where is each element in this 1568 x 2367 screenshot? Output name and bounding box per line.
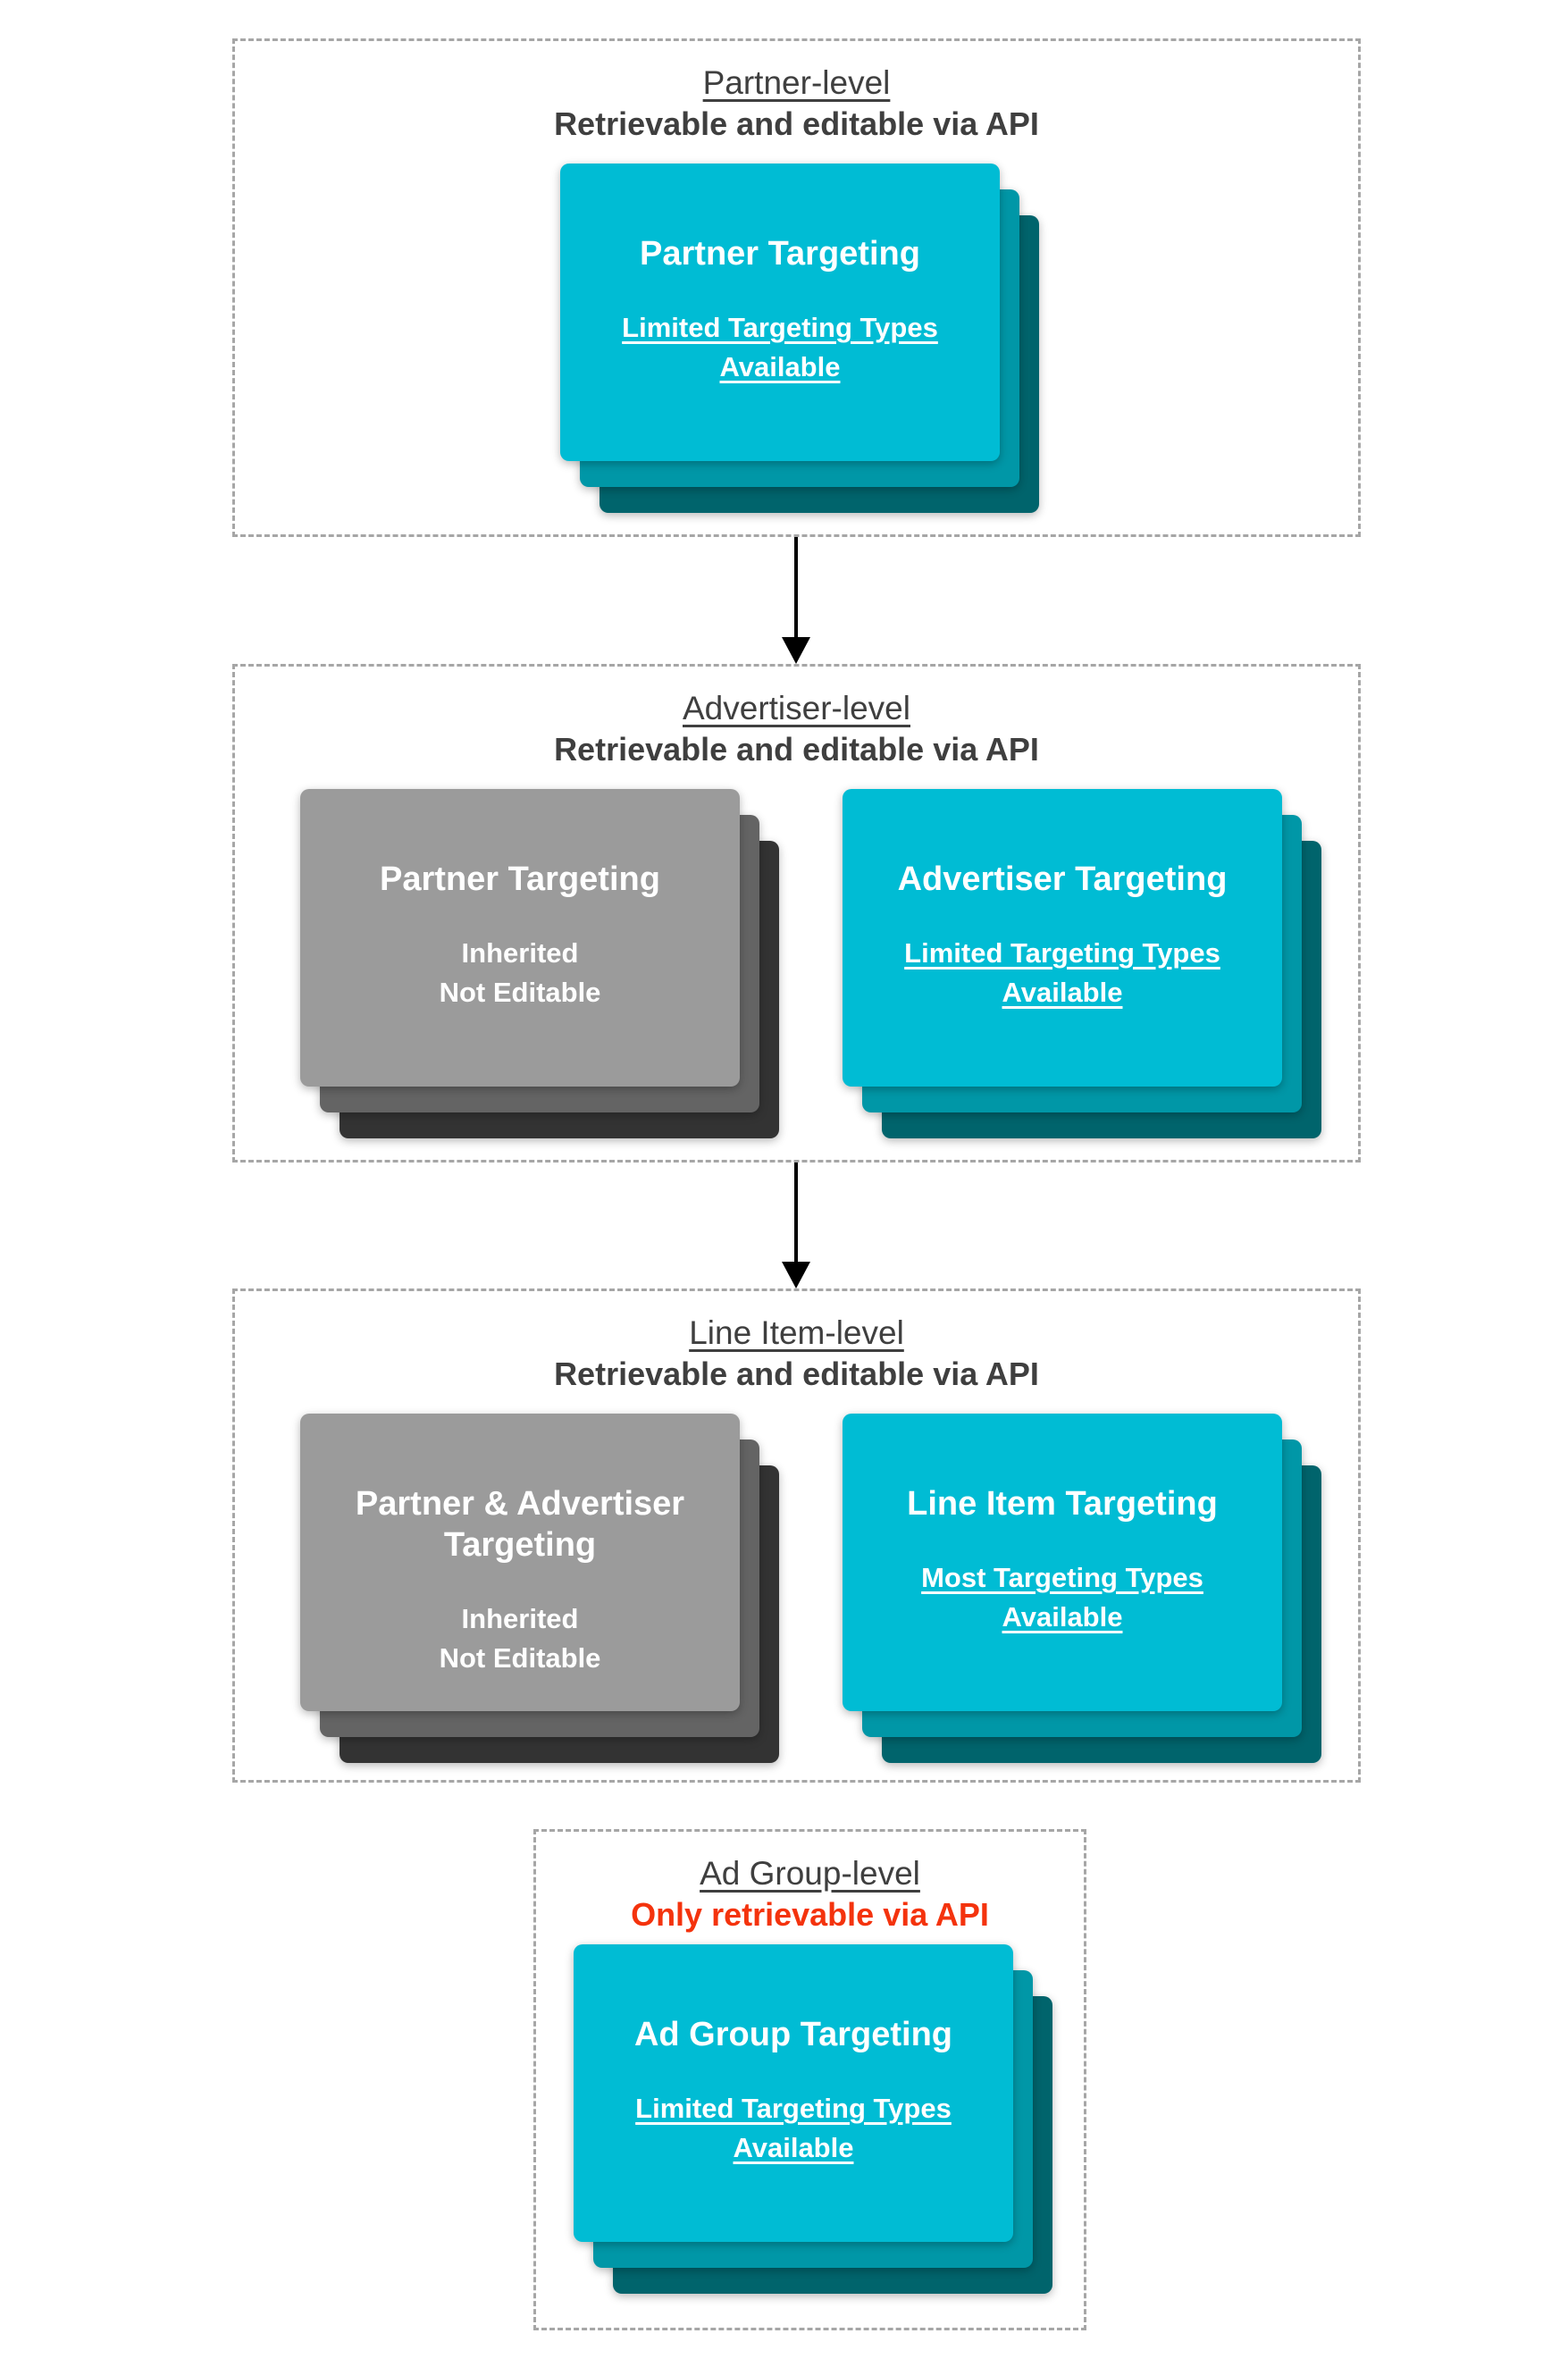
card-stack-line-item-targeting: Line Item Targeting Most Targeting Types… <box>843 1414 1321 1763</box>
section-advertiser-title: Advertiser-level <box>683 690 910 726</box>
section-line-item-level: Line Item-level Retrievable and editable… <box>232 1288 1361 1783</box>
card-title-line: Partner Targeting <box>380 860 660 898</box>
arrow-line <box>794 1163 798 1262</box>
card-partner-targeting-inherited: Partner Targeting Inherited Not Editable <box>300 789 740 1087</box>
section-partner-subtitle: Retrievable and editable via API <box>554 105 1039 142</box>
card-ad-group-targeting: Ad Group Targeting Limited Targeting Typ… <box>574 1944 1013 2242</box>
card-partner-advertiser-targeting: Partner & Advertiser Targeting Inherited… <box>300 1414 740 1711</box>
card-subtitle: Limited Targeting Types Available <box>635 2089 952 2168</box>
arrow-line <box>794 537 798 637</box>
card-title-line: Line Item Targeting <box>907 1485 1218 1523</box>
arrow-down-1 <box>782 537 810 664</box>
card-subtitle-line: Inherited <box>461 937 579 969</box>
card-subtitle-line: Limited Targeting Types <box>622 312 938 343</box>
card-line-item-targeting: Line Item Targeting Most Targeting Types… <box>843 1414 1282 1711</box>
card-subtitle-line: Available <box>719 351 841 382</box>
card-title-line: Ad Group Targeting <box>633 2016 953 2053</box>
card-subtitle: Most Targeting Types Available <box>921 1558 1203 1637</box>
card-subtitle: Limited Targeting Types Available <box>904 934 1220 1012</box>
card-stack-partner-advertiser-targeting: Partner & Advertiser Targeting Inherited… <box>300 1414 779 1763</box>
section-partner-level: Partner-level Retrievable and editable v… <box>232 38 1361 537</box>
section-ad-group-level: Ad Group-level Only retrievable via API … <box>533 1829 1086 2330</box>
card-stack-partner-targeting-inherited: Partner Targeting Inherited Not Editable <box>300 789 779 1138</box>
card-subtitle-line: Not Editable <box>439 1642 601 1674</box>
section-line-item-title: Line Item-level <box>689 1314 904 1351</box>
card-subtitle-line: Limited Targeting Types <box>904 937 1220 969</box>
section-advertiser-level: Advertiser-level Retrievable and editabl… <box>232 664 1361 1163</box>
card-subtitle-line: Most Targeting Types <box>921 1562 1203 1593</box>
card-title: Partner Targeting <box>640 233 920 274</box>
card-stack-advertiser-targeting: Advertiser Targeting Limited Targeting T… <box>843 789 1321 1138</box>
card-title-line: Advertiser Targeting <box>897 860 1228 898</box>
section-line-item-subtitle: Retrievable and editable via API <box>554 1356 1039 1392</box>
card-stack-partner-targeting: Partner Targeting Limited Targeting Type… <box>560 164 1039 513</box>
arrow-down-2 <box>782 1163 810 1288</box>
card-title: Advertiser Targeting <box>898 859 1228 900</box>
card-subtitle-line: Available <box>733 2132 854 2163</box>
card-title: Partner & Advertiser Targeting <box>356 1483 684 1565</box>
card-stack-ad-group-targeting: Ad Group Targeting Limited Targeting Typ… <box>574 1944 1052 2294</box>
arrow-head-icon <box>782 1262 810 1288</box>
section-advertiser-subtitle: Retrievable and editable via API <box>554 731 1039 768</box>
section-partner-title: Partner-level <box>702 64 891 101</box>
card-subtitle-line: Available <box>1002 977 1123 1008</box>
card-subtitle-line: Inherited <box>461 1603 579 1634</box>
card-subtitle-line: Available <box>1002 1601 1123 1633</box>
card-title: Line Item Targeting <box>907 1483 1218 1524</box>
section-ad-group-title: Ad Group-level <box>700 1855 920 1892</box>
card-title-line: Partner & Advertiser <box>355 1485 685 1523</box>
section-ad-group-subtitle: Only retrievable via API <box>631 1896 989 1933</box>
card-subtitle-line: Not Editable <box>439 977 601 1008</box>
card-title-line: Targeting <box>443 1526 597 1564</box>
card-advertiser-targeting: Advertiser Targeting Limited Targeting T… <box>843 789 1282 1087</box>
card-subtitle: Inherited Not Editable <box>440 1599 601 1678</box>
card-partner-targeting: Partner Targeting Limited Targeting Type… <box>560 164 1000 461</box>
arrow-head-icon <box>782 637 810 664</box>
card-title: Ad Group Targeting <box>634 2014 952 2055</box>
card-subtitle: Inherited Not Editable <box>440 934 601 1012</box>
card-subtitle-line: Limited Targeting Types <box>635 2093 952 2124</box>
card-title-line: Partner Targeting <box>640 235 920 273</box>
card-subtitle: Limited Targeting Types Available <box>622 308 938 387</box>
card-title: Partner Targeting <box>380 859 660 900</box>
